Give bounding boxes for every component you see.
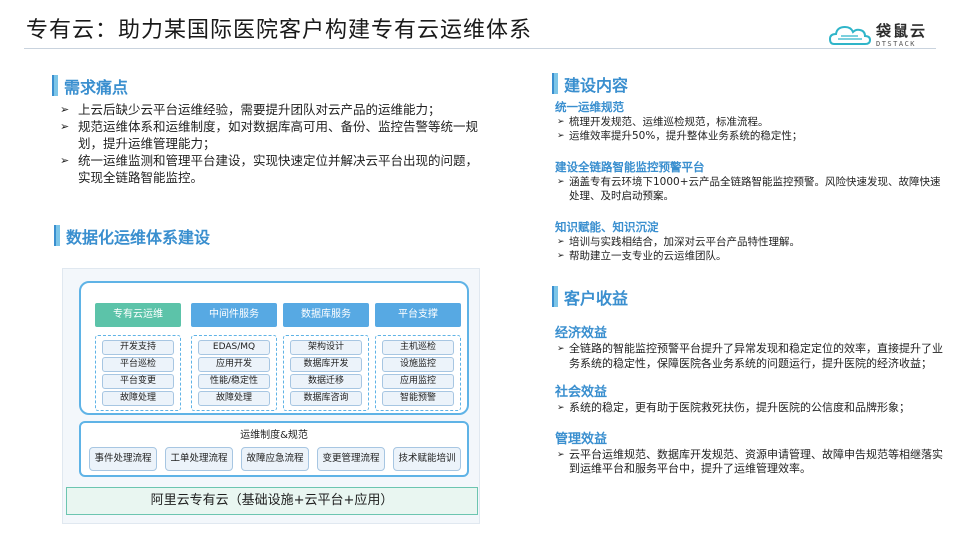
service-panel: 专有云运维 开发支持 平台巡检 平台变更 故障处理 中间件服务 EDAS/MQ … <box>79 281 469 415</box>
service-item: 平台巡检 <box>102 357 174 372</box>
list-item: ➢全链路的智能监控预警平台提升了异常发现和稳定定位的效率，直接提升了业务系统的稳… <box>557 342 943 370</box>
logo-name: 袋鼠云 <box>876 22 928 40</box>
logo-cloud-icon <box>828 25 872 45</box>
list-item: ➢系统的稳定，更有助于医院救死扶伤，提升医院的公信度和品牌形象； <box>557 401 910 414</box>
service-item: 架构设计 <box>290 340 362 355</box>
system-build-heading: 数据化运维体系建设 <box>54 224 210 248</box>
process-panel: 运维制度&规范 事件处理流程 工单处理流程 故障应急流程 变更管理流程 技术赋能… <box>79 421 469 477</box>
column-header-platform-support: 平台支撑 <box>375 303 461 327</box>
service-item: 应用开发 <box>198 357 270 372</box>
column-box: 架构设计 数据库开发 数据迁移 数据库咨询 <box>283 335 369 411</box>
service-item: EDAS/MQ <box>198 340 270 355</box>
service-item: 数据库开发 <box>290 357 362 372</box>
list-item: ➢运维效率提升50%，提升整体业务系统的稳定性； <box>557 129 803 142</box>
process-panel-title: 运维制度&规范 <box>240 430 308 441</box>
service-item: 数据库咨询 <box>290 391 362 406</box>
title-divider <box>24 48 936 49</box>
list-item: ➢规范运维体系和运维制度，如对数据库高可用、备份、监控告警等统一规划，提升运维管… <box>60 119 479 151</box>
process-item: 事件处理流程 <box>89 447 157 471</box>
service-item: 数据迁移 <box>290 374 362 389</box>
service-item: 平台变更 <box>102 374 174 389</box>
column-header-private-cloud-ops: 专有云运维 <box>95 303 181 327</box>
page-title: 专有云：助力某国际医院客户构建专有云运维体系 <box>26 18 533 43</box>
column-box: 开发支持 平台巡检 平台变更 故障处理 <box>95 335 181 411</box>
build-content-section: 统一运维规范 ➢梳理开发规范、运维巡检规范，标准流程。 ➢运维效率提升50%，提… <box>555 99 945 263</box>
service-item: 应用监控 <box>382 374 454 389</box>
list-item: ➢培训与实践相结合，加深对云平台产品特性理解。 <box>557 236 800 248</box>
service-item: 主机巡检 <box>382 340 454 355</box>
group-title: 建设全链路智能监控预警平台 <box>555 160 705 174</box>
list-item: ➢云平台运维规范、数据库开发规范、资源申请管理、故障申告规范等相继落实到运维平台… <box>557 447 943 476</box>
list-item: ➢梳理开发规范、运维巡检规范，标准流程。 <box>557 116 769 128</box>
service-item: 开发支持 <box>102 340 174 355</box>
group-title: 社会效益 <box>555 385 608 400</box>
process-item: 变更管理流程 <box>317 447 385 471</box>
group-title: 经济效益 <box>555 326 608 341</box>
benefits-section: 经济效益 ➢全链路的智能监控预警平台提升了异常发现和稳定定位的效率，直接提升了业… <box>555 322 945 477</box>
service-item: 故障处理 <box>102 391 174 406</box>
benefits-heading: 客户收益 <box>552 285 628 309</box>
group-title: 知识赋能、知识沉淀 <box>555 220 659 234</box>
service-item: 故障处理 <box>198 391 270 406</box>
column-header-middleware: 中间件服务 <box>191 303 277 327</box>
foundation-bar: 阿里云专有云（基础设施+云平台+应用） <box>66 487 478 515</box>
pain-points-list: ➢上云后缺少云平台运维经验，需要提升团队对云产品的运维能力； ➢规范运维体系和运… <box>60 101 480 186</box>
logo: 袋鼠云 DTSTACK <box>828 20 940 52</box>
process-item: 技术赋能培训 <box>393 447 461 471</box>
column-header-database: 数据库服务 <box>283 303 369 327</box>
list-item: ➢上云后缺少云平台运维经验，需要提升团队对云产品的运维能力； <box>60 102 441 117</box>
logo-subtext: DTSTACK <box>876 40 917 48</box>
service-item: 智能预警 <box>382 391 454 406</box>
list-item: ➢帮助建立一支专业的云运维团队。 <box>557 249 727 262</box>
list-item: ➢涵盖专有云环境下1000+云产品全链路智能监控预警。风险快速发现、故障快速处理… <box>557 176 941 202</box>
list-item: ➢统一运维监测和管理平台建设，实现快速定位并解决云平台出现的问题，实现全链路智能… <box>60 153 479 185</box>
process-item: 故障应急流程 <box>241 447 309 471</box>
column-box: 主机巡检 设施监控 应用监控 智能预警 <box>375 335 461 411</box>
service-item: 设施监控 <box>382 357 454 372</box>
group-title: 管理效益 <box>555 431 608 447</box>
build-content-heading: 建设内容 <box>552 72 628 96</box>
pain-points-heading: 需求痛点 <box>52 74 128 98</box>
service-item: 性能/稳定性 <box>198 374 270 389</box>
ops-system-diagram: 专有云运维 开发支持 平台巡检 平台变更 故障处理 中间件服务 EDAS/MQ … <box>62 268 480 524</box>
group-title: 统一运维规范 <box>555 100 624 114</box>
column-box: EDAS/MQ 应用开发 性能/稳定性 故障处理 <box>191 335 277 411</box>
process-item: 工单处理流程 <box>165 447 233 471</box>
